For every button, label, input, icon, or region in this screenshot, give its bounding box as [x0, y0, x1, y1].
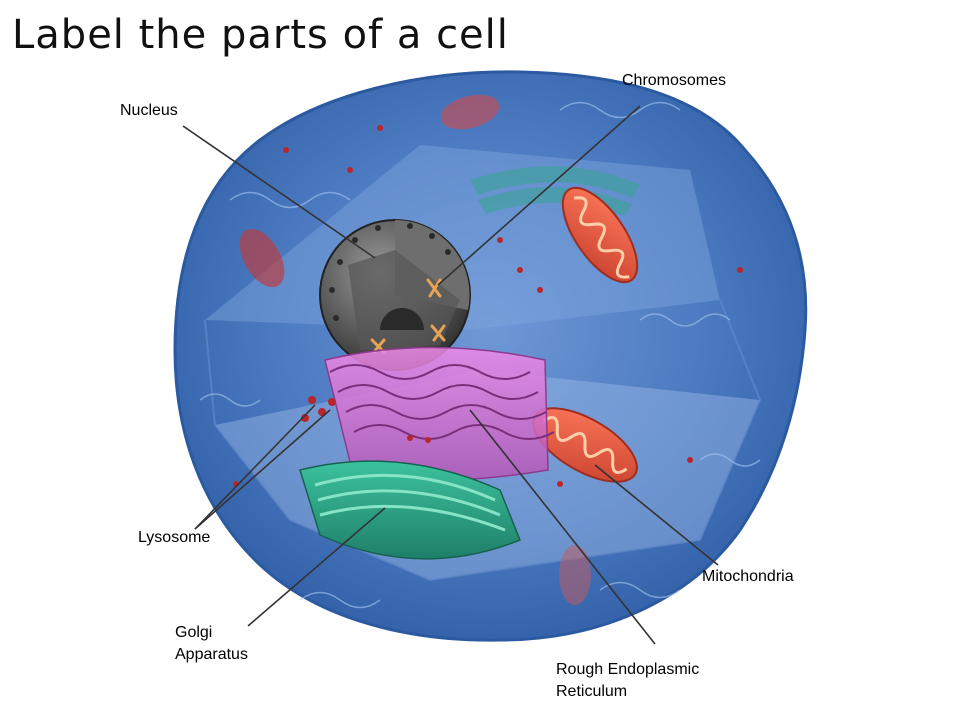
label-golgi-line2: Apparatus [175, 646, 248, 663]
leader-lines [182, 105, 719, 645]
leader-golgi [247, 507, 386, 627]
mitochondrion-faded [559, 545, 591, 605]
mitochondrion-upper [561, 186, 639, 284]
label-mitochondria-text: Mitochondria [702, 568, 794, 585]
slide-title: Label the parts of a cell [12, 12, 509, 58]
cutaway-edge [204, 299, 762, 582]
leader-lysosome-2 [194, 409, 331, 530]
leader-lysosome-1 [194, 404, 316, 530]
lysosome-dots [233, 125, 743, 487]
label-lysosome-text: Lysosome [138, 529, 211, 546]
label-lysosome: Lysosome [138, 527, 210, 549]
label-nucleus: Nucleus [120, 100, 178, 122]
label-rer-line2: Reticulum [556, 683, 628, 700]
cytoskeleton-fibers [199, 101, 761, 609]
label-nucleus-text: Nucleus [120, 102, 178, 119]
label-mitochondria: Mitochondria [702, 566, 794, 588]
nucleolus [380, 308, 424, 330]
nuclear-pores [329, 223, 451, 321]
chromosome-glyphs [370, 278, 446, 354]
label-golgi-apparatus: Golgi Apparatus [175, 622, 248, 666]
nucleus [319, 219, 471, 371]
label-rer-line1: Rough Endoplasmic [556, 661, 700, 678]
label-golgi-line1: Golgi [175, 624, 213, 641]
label-chromosomes: Chromosomes [622, 70, 726, 92]
leader-chromosomes [437, 105, 641, 286]
label-chromosomes-text: Chromosomes [622, 72, 727, 89]
mitochondrion-faded [239, 228, 285, 288]
label-rough-er: Rough Endoplasmic Reticulum [556, 659, 699, 703]
mitochondrion-faded [440, 94, 500, 130]
leader-rough-er [469, 409, 656, 645]
rough-er [324, 346, 555, 481]
leader-mitochondria [594, 464, 719, 566]
leader-nucleus [182, 125, 376, 259]
